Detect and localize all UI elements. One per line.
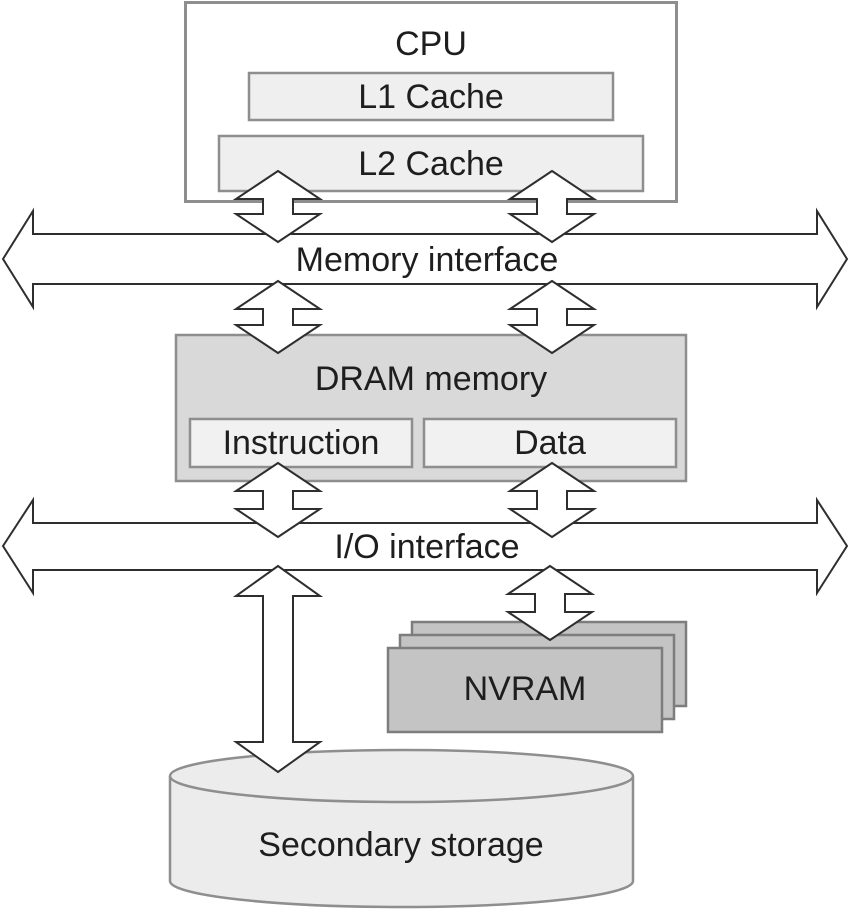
secondary-storage-cylinder-top [168, 748, 635, 804]
dram-node: DRAM memory Instruction Data [174, 333, 688, 483]
dram-label: DRAM memory [315, 360, 547, 398]
secondary-storage-node: Secondary storage [168, 748, 635, 909]
cpu-node: CPU L1 Cache L2 Cache [184, 1, 678, 203]
memory-interface-label: Memory interface [296, 241, 559, 279]
connector-arrows [232, 169, 598, 774]
io-nvram-arrow [504, 564, 596, 642]
io-interface-bus: I/O interface [1, 496, 849, 597]
data-box [422, 417, 678, 469]
cpu-memory-arrow-left [232, 169, 324, 244]
nvram-node: NVRAM [386, 620, 688, 734]
dram-io-arrow-right [506, 461, 598, 539]
l1-cache-box [247, 71, 615, 122]
io-interface-arrow [1, 496, 849, 597]
secondary-storage-label: Secondary storage [258, 826, 543, 864]
nvram-label: NVRAM [464, 670, 587, 708]
instruction-label: Instruction [223, 424, 380, 462]
io-storage-arrow [232, 564, 324, 774]
l2-cache-box [217, 134, 645, 193]
l2-cache-label: L2 Cache [358, 145, 504, 183]
cpu-memory-arrow-right [506, 169, 598, 244]
memory-interface-bus: Memory interface [1, 207, 849, 311]
data-label: Data [514, 424, 586, 462]
memory-dram-arrow-right [506, 279, 598, 355]
memory-dram-arrow-left [232, 279, 324, 355]
cpu-label: CPU [395, 25, 467, 63]
instruction-box [188, 417, 414, 469]
io-interface-label: I/O interface [334, 528, 519, 566]
secondary-storage-cylinder-body [168, 776, 635, 909]
nvram-box-front [386, 646, 664, 734]
l1-cache-label: L1 Cache [358, 78, 504, 116]
memory-interface-arrow [1, 207, 849, 311]
dram-io-arrow-left [232, 461, 324, 539]
